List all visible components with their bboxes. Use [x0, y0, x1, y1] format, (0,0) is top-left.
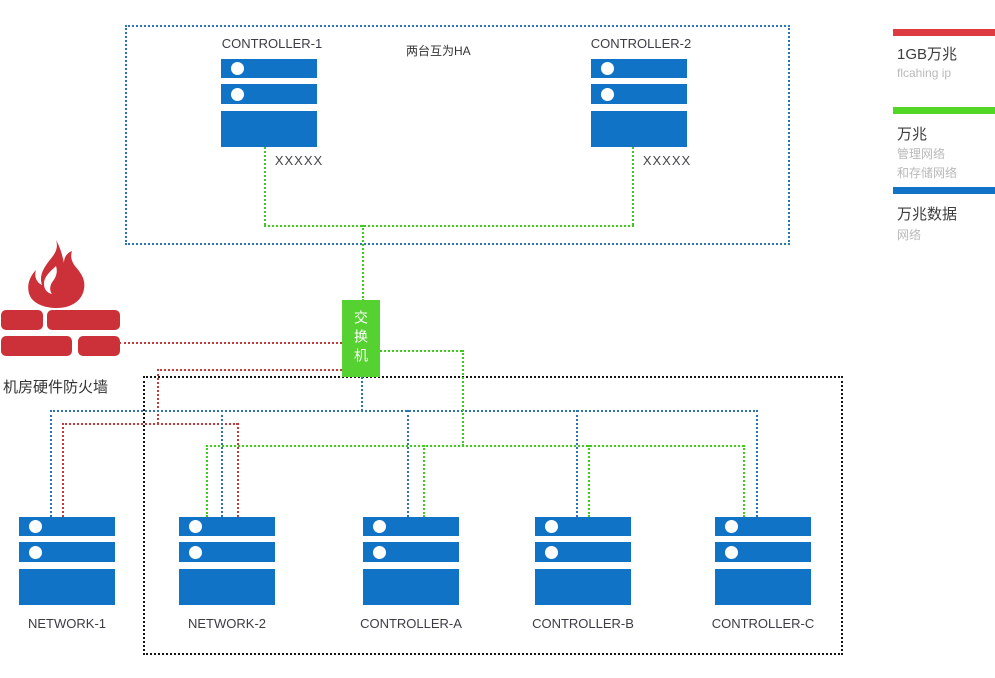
firewall-brick: [1, 310, 43, 330]
connector-red-firewall-switch: [119, 342, 342, 344]
connector-green-drop: [462, 350, 464, 446]
connector-green-controllerC: [743, 445, 745, 517]
controller-2-label: CONTROLLER-2: [590, 36, 692, 51]
network-2-node: [179, 517, 275, 605]
connector-blue-network1: [50, 410, 52, 517]
connector-ha-to-switch: [362, 225, 364, 301]
led-icon: [189, 546, 202, 559]
legend-subtitle: 网络: [897, 228, 922, 242]
legend-green-swatch: [893, 107, 995, 114]
controller-c-node: [715, 517, 811, 605]
ha-group-box: [125, 25, 790, 245]
connector-red-network2: [237, 423, 239, 517]
server-bar: [221, 59, 317, 78]
server-bar: [221, 111, 317, 147]
controller-1-label: CONTROLLER-1: [221, 36, 323, 51]
led-icon: [231, 62, 244, 75]
led-icon: [601, 88, 614, 101]
led-icon: [601, 62, 614, 75]
server-bar: [591, 84, 687, 104]
connector-green-bus: [206, 445, 744, 447]
connector-red-switch-out: [157, 369, 342, 371]
server-bar: [591, 59, 687, 78]
flame-icon: [28, 240, 85, 308]
connector-controller1-down: [264, 147, 266, 225]
server-bar: [715, 569, 811, 605]
server-bar: [19, 542, 115, 562]
controller-2-port-label: XXXXX: [642, 153, 692, 168]
legend-subtitle: flcahing ip: [897, 66, 952, 80]
server-bar: [535, 542, 631, 562]
led-icon: [29, 546, 42, 559]
led-icon: [545, 520, 558, 533]
server-bar: [179, 569, 275, 605]
legend-subtitle: 管理网络: [897, 147, 946, 161]
server-bar: [715, 517, 811, 536]
connector-blue-network2: [221, 410, 223, 517]
connector-blue-switch-down: [361, 377, 363, 411]
controller-b-node: [535, 517, 631, 605]
server-bar: [19, 517, 115, 536]
connector-green-controllerA: [423, 445, 425, 517]
connector-blue-controllerC: [756, 410, 758, 517]
network-1-label: NETWORK-1: [28, 616, 106, 631]
server-bar: [363, 569, 459, 605]
server-bar: [591, 111, 687, 147]
led-icon: [373, 546, 386, 559]
controller-2-node: [591, 59, 687, 147]
network-2-label: NETWORK-2: [188, 616, 266, 631]
led-icon: [189, 520, 202, 533]
controller-a-label: CONTROLLER-A: [360, 616, 462, 631]
legend-red-swatch: [893, 29, 995, 36]
ha-note: 两台互为HA: [406, 44, 471, 58]
server-bar: [179, 517, 275, 536]
legend-blue-swatch: [893, 187, 995, 194]
server-bar: [535, 517, 631, 536]
legend-title: 1GB万兆: [897, 46, 958, 63]
controller-b-label: CONTROLLER-B: [532, 616, 634, 631]
connector-blue-controllerA: [407, 410, 409, 517]
connector-green-controllerB: [588, 445, 590, 517]
connector-blue-controllerB: [576, 410, 578, 517]
led-icon: [373, 520, 386, 533]
controller-c-label: CONTROLLER-C: [711, 616, 815, 631]
controller-a-node: [363, 517, 459, 605]
legend-title: 万兆数据: [897, 206, 958, 223]
server-bar: [715, 542, 811, 562]
led-icon: [725, 520, 738, 533]
connector-blue-bus: [50, 410, 758, 412]
server-bar: [363, 542, 459, 562]
firewall-brick: [1, 336, 72, 356]
server-bar: [535, 569, 631, 605]
led-icon: [29, 520, 42, 533]
legend-title: 万兆: [897, 126, 928, 143]
connector-ha-bus: [264, 225, 634, 227]
server-bar: [363, 517, 459, 536]
server-bar: [19, 569, 115, 605]
firewall-brick: [78, 336, 120, 356]
server-bar: [221, 84, 317, 104]
firewall-label: 机房硬件防火墙: [3, 379, 109, 396]
connector-red-drop: [157, 369, 159, 424]
server-bar: [179, 542, 275, 562]
connector-red-network1: [62, 423, 64, 517]
firewall-brick: [47, 310, 120, 330]
switch-node: 交换机: [342, 300, 380, 377]
connector-green-network2: [206, 445, 208, 517]
led-icon: [545, 546, 558, 559]
led-icon: [725, 546, 738, 559]
cluster-group-box: [143, 376, 843, 655]
network-1-node: [19, 517, 115, 605]
connector-green-switch-out: [380, 350, 462, 352]
controller-1-node: [221, 59, 317, 147]
controller-1-port-label: XXXXX: [274, 153, 324, 168]
switch-label: 交换机: [353, 310, 369, 367]
legend-subtitle: 和存储网络: [897, 166, 958, 180]
connector-red-bus: [62, 423, 238, 425]
led-icon: [231, 88, 244, 101]
connector-controller2-down: [632, 147, 634, 225]
